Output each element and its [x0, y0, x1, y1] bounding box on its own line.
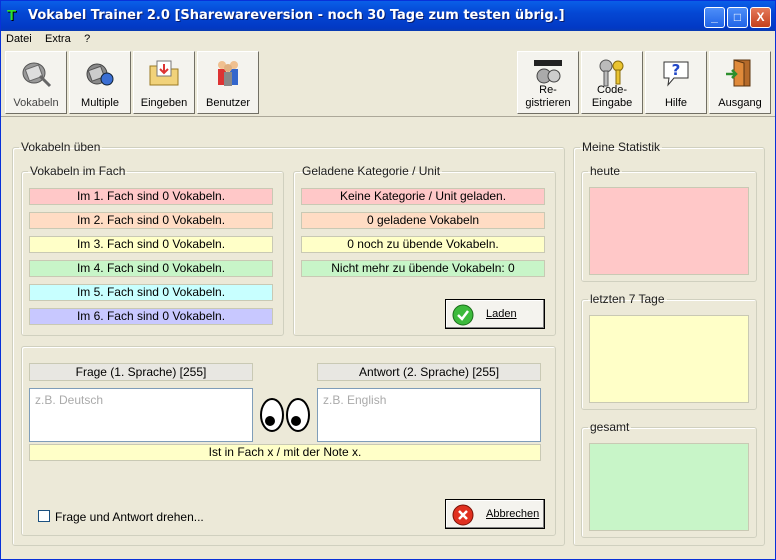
stats-legend: Meine Statistik	[582, 140, 661, 154]
fach-3-count: Im 3. Fach sind 0 Vokabeln.	[29, 236, 273, 253]
window-title: Vokabel Trainer 2.0 [Sharewareversion - …	[28, 8, 565, 23]
answer-header: Antwort (2. Sprache) [255]	[317, 363, 541, 381]
tool-label-line1: Hilfe	[664, 97, 687, 109]
stats-week-legend: letzten 7 Tage	[590, 292, 665, 306]
swap-checkbox-label[interactable]: Frage und Antwort drehen...	[55, 510, 204, 524]
vocab-icon	[22, 62, 52, 88]
tool-hilfe-button[interactable]: ? Hilfe	[645, 51, 707, 114]
tool-label-line2: gistrieren	[525, 97, 571, 109]
fach-group: Vokabeln im Fach	[21, 164, 284, 336]
stats-today-group: heute	[581, 164, 757, 282]
abbrechen-button[interactable]: Abbrechen	[445, 499, 545, 529]
fach-2-count: Im 2. Fach sind 0 Vokabeln.	[29, 212, 273, 229]
help-icon: ?	[663, 61, 689, 87]
tool-label-group: Hilfe	[646, 97, 706, 110]
title-bar[interactable]: T Vokabel Trainer 2.0 [Sharewareversion …	[1, 1, 775, 31]
tool-label-line1: Ausgang	[718, 97, 762, 109]
tool-label-group: Re- gistrieren	[518, 84, 578, 110]
fach-5-count: Im 5. Fach sind 0 Vokabeln.	[29, 284, 273, 301]
stats-week-panel	[589, 315, 749, 403]
question-field[interactable]: z.B. Deutsch	[29, 388, 253, 442]
question-header: Frage (1. Sprache) [255]	[29, 363, 253, 381]
practice-group: Vokabeln üben	[12, 140, 565, 546]
users-icon	[218, 61, 238, 86]
tool-benutzer-button[interactable]: Benutzer	[197, 51, 259, 114]
close-button[interactable]: X	[750, 7, 771, 28]
done-count: Nicht mehr zu übende Vokabeln: 0	[301, 260, 545, 277]
tool-eingeben-button[interactable]: Eingeben	[133, 51, 195, 114]
maximize-button[interactable]: □	[727, 7, 748, 28]
svg-text:?: ?	[672, 61, 681, 79]
abbrechen-label: Abbrechen	[486, 508, 540, 520]
swap-checkbox[interactable]	[38, 510, 50, 522]
fach-1-count: Im 1. Fach sind 0 Vokabeln.	[29, 188, 273, 205]
eyes-icon	[260, 398, 310, 432]
qa-group	[21, 346, 556, 536]
tool-label-line1: Code-	[597, 84, 627, 96]
fach-4-count: Im 4. Fach sind 0 Vokabeln.	[29, 260, 273, 277]
tool-ausgang-button[interactable]: Ausgang	[709, 51, 771, 114]
exit-door-icon	[726, 59, 751, 87]
kategorie-status: Keine Kategorie / Unit geladen.	[301, 188, 545, 205]
tool-label-line2: Eingabe	[591, 97, 633, 109]
tool-label: Vokabeln	[13, 97, 59, 109]
register-icon	[534, 60, 562, 84]
tool-registrieren-button[interactable]: Re- gistrieren	[517, 51, 579, 114]
stats-total-panel	[589, 443, 749, 531]
cancel-x-icon	[452, 504, 474, 526]
menu-extra[interactable]: Extra	[45, 33, 71, 45]
kategorie-legend: Geladene Kategorie / Unit	[302, 164, 441, 178]
laden-label: Laden	[486, 308, 517, 320]
check-icon	[452, 304, 474, 326]
stats-total-legend: gesamt	[590, 420, 630, 434]
practice-legend: Vokabeln üben	[21, 140, 101, 154]
stats-today-panel	[589, 187, 749, 275]
fach-legend: Vokabeln im Fach	[30, 164, 126, 178]
tool-code-eingabe-button[interactable]: Code- Eingabe	[581, 51, 643, 114]
keys-icon	[599, 59, 624, 87]
tool-label: Benutzer	[205, 97, 251, 109]
fach-6-count: Im 6. Fach sind 0 Vokabeln.	[29, 308, 273, 325]
loaded-count: 0 geladene Vokabeln	[301, 212, 545, 229]
menu-datei[interactable]: Datei	[6, 33, 32, 45]
tool-label-line1: Re-	[539, 84, 557, 96]
stats-total-group: gesamt	[581, 420, 757, 538]
multiple-icon	[86, 63, 114, 86]
app-icon: T	[7, 7, 17, 24]
menu-help[interactable]: ?	[84, 33, 91, 45]
answer-field[interactable]: z.B. English	[317, 388, 541, 442]
tool-label: Eingeben	[140, 97, 188, 109]
tool-multiple-button[interactable]: Multiple	[69, 51, 131, 114]
stats-group: Meine Statistik	[573, 140, 765, 546]
menu-bar: Datei Extra ?	[1, 31, 775, 49]
tool-label-group: Code- Eingabe	[582, 84, 642, 110]
stats-week-group: letzten 7 Tage	[581, 292, 757, 410]
stats-today-legend: heute	[590, 164, 621, 178]
tool-vokabeln-button[interactable]: Vokabeln	[5, 51, 67, 114]
toolbar: Vokabeln Multiple Eingeben Be	[1, 49, 775, 117]
folder-input-icon	[149, 60, 179, 86]
tool-label-group: Ausgang	[710, 97, 770, 110]
remaining-count: 0 noch zu übende Vokabeln.	[301, 236, 545, 253]
kategorie-group: Geladene Kategorie / Unit	[293, 164, 556, 336]
fach-note-status: Ist in Fach x / mit der Note x.	[29, 444, 541, 461]
minimize-button[interactable]: _	[704, 7, 725, 28]
laden-button[interactable]: Laden	[445, 299, 545, 329]
tool-label: Multiple	[81, 97, 119, 109]
